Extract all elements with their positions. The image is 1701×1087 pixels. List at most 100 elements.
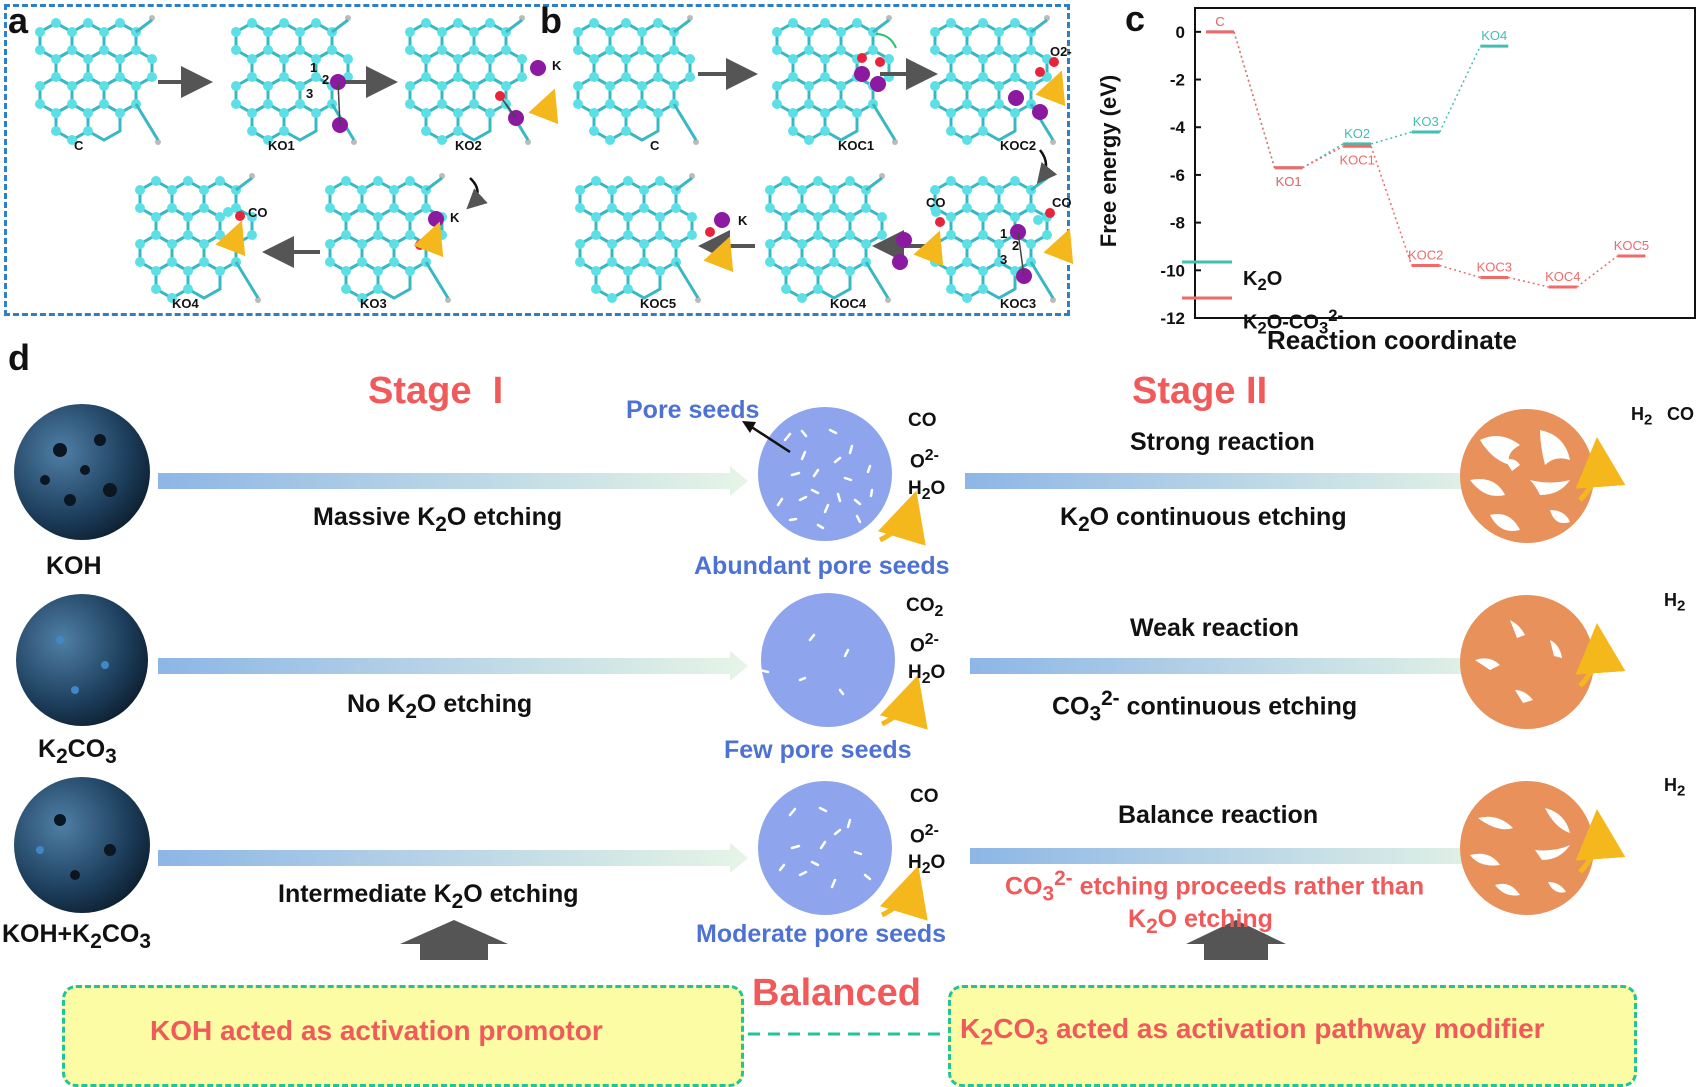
molecule-label: KO1 [268, 138, 295, 153]
y-tick-label: -12 [1160, 309, 1185, 328]
stage2-text-row3-line2: K2O etching [1128, 905, 1273, 938]
reagent-label-koh-k2co3: KOH+K2CO3 [2, 920, 151, 953]
balanced-label: Balanced [752, 972, 921, 1014]
molecule-label: KO4 [172, 296, 199, 311]
point-label: KOC2 [1408, 248, 1443, 263]
molecule-label: KOC2 [1000, 138, 1037, 153]
point-label: KO3 [1413, 114, 1439, 129]
reagent-label-koh: KOH [46, 552, 102, 580]
molecule-label: C [74, 138, 84, 153]
legend-k2o-co3: K2O-CO32- [1243, 306, 1344, 338]
box-koh-promotor [62, 985, 744, 1087]
energy-connector [1370, 146, 1413, 266]
atom-index: 3 [306, 86, 314, 101]
point-label: KO4 [1481, 28, 1507, 43]
product-label: H2 [1631, 404, 1653, 429]
point-label: KO2 [1344, 126, 1370, 141]
stage2-text-row3-line1: CO32- etching proceeds rather than [1005, 867, 1425, 906]
reaction-label-strong: Strong reaction [1130, 428, 1315, 456]
reagent-label-k2co3: K2CO3 [38, 735, 117, 768]
gas-label: CO2 [906, 595, 944, 620]
panel-ab-frame [4, 4, 1070, 316]
box-koh-promotor-text: KOH acted as activation promotor [150, 1015, 603, 1046]
free-energy-chart: 0-2-4-6-8-10-12 CKO1KO2KO3KO4CKO1KOC1KOC… [1160, 7, 1696, 328]
stage-1-title: Stage I [368, 370, 504, 412]
gas-label: O2- [910, 822, 939, 848]
point-label: KOC1 [1339, 152, 1374, 167]
species-label: K [738, 213, 748, 228]
molecular-schematics [33, 13, 1074, 305]
stage1-text-row3: Intermediate K2O etching [278, 880, 579, 913]
molecule-label: KOC4 [830, 296, 867, 311]
atom-index: 1 [1000, 226, 1008, 241]
y-tick-label: -8 [1170, 214, 1185, 233]
y-tick-label: -2 [1170, 71, 1185, 90]
y-tick-label: -4 [1170, 118, 1186, 137]
molecule-label: KOC3 [1000, 296, 1037, 311]
point-label: KO1 [1276, 174, 1302, 189]
stage1-arrows [158, 466, 748, 873]
species-label: K [450, 210, 460, 225]
point-label: KOC4 [1545, 269, 1580, 284]
molecule-label: C [650, 138, 660, 153]
species-label: O2- [1050, 44, 1072, 59]
molecule-label: KOC1 [838, 138, 875, 153]
k2co3-particle-image [16, 594, 148, 726]
point-label: KOC3 [1477, 259, 1512, 274]
panel-letter-d: d [8, 337, 30, 378]
chart-series [1206, 30, 1646, 289]
koh-k2co3-particle-image [14, 777, 150, 913]
box-k2co3-modifier-text: K2CO3 acted as activation pathway modifi… [960, 1013, 1545, 1050]
atom-index: 2 [322, 72, 330, 87]
orange-porous-particle-balance [1460, 781, 1594, 915]
y-tick-label: 0 [1176, 23, 1185, 42]
stage1-text-row1: Massive K2O etching [313, 503, 563, 536]
atom-index: 3 [1000, 252, 1008, 267]
energy-connector [1439, 45, 1481, 133]
gas-label: O2- [910, 631, 939, 657]
chart-axes: 0 -2 -4 -6 -8 -10 -12 [1160, 7, 1696, 328]
legend-k2o: K2O [1243, 268, 1283, 294]
gas-label: H2O [908, 478, 946, 503]
x-axis-label: Reaction coordinate [1267, 325, 1517, 355]
point-label: KOC5 [1614, 238, 1649, 253]
species-label: K [552, 58, 562, 73]
panel-letter-c: c [1125, 0, 1146, 39]
panel-letter-b: b [540, 0, 562, 41]
seeds-label-moderate: Moderate pore seeds [696, 920, 947, 948]
molecule-label: KOC5 [640, 296, 677, 311]
gas-label: H2O [908, 852, 946, 877]
pore-seed-circle-few [758, 593, 895, 727]
species-label: CO [248, 205, 268, 220]
molecule-label: KO2 [455, 138, 482, 153]
stage1-text-row2: No K2O etching [347, 690, 533, 723]
atom-index: 2 [1012, 238, 1020, 253]
atom-index: 1 [310, 60, 318, 75]
pore-seed-circle-moderate [758, 781, 892, 915]
point-label: C [1215, 14, 1224, 29]
energy-connector [1576, 255, 1618, 288]
pore-seed-circle-abundant [758, 407, 892, 541]
energy-connector [1370, 131, 1412, 145]
species-label: CO [926, 195, 946, 210]
gas-label: CO [910, 786, 939, 807]
gas-label: CO [908, 410, 937, 431]
y-tick-label: -6 [1170, 166, 1185, 185]
product-label: CO [1667, 404, 1694, 424]
y-tick-label: -10 [1160, 261, 1185, 280]
gas-label: H2O [908, 662, 946, 687]
energy-connector [1508, 276, 1550, 288]
energy-connector [1439, 264, 1481, 279]
gas-release-arrows [877, 437, 1626, 921]
product-label: H2 [1664, 590, 1686, 615]
box-k2co3-modifier [948, 985, 1637, 1087]
product-label: H2 [1664, 775, 1686, 800]
pore-seeds-label: Pore seeds [626, 396, 760, 424]
energy-connector [1233, 31, 1276, 168]
stage2-text-row1: K2O continuous etching [1060, 503, 1347, 536]
reaction-label-balance: Balance reaction [1118, 801, 1319, 829]
species-label: CO [1052, 195, 1072, 210]
stage-2-title: Stage II [1132, 370, 1268, 412]
